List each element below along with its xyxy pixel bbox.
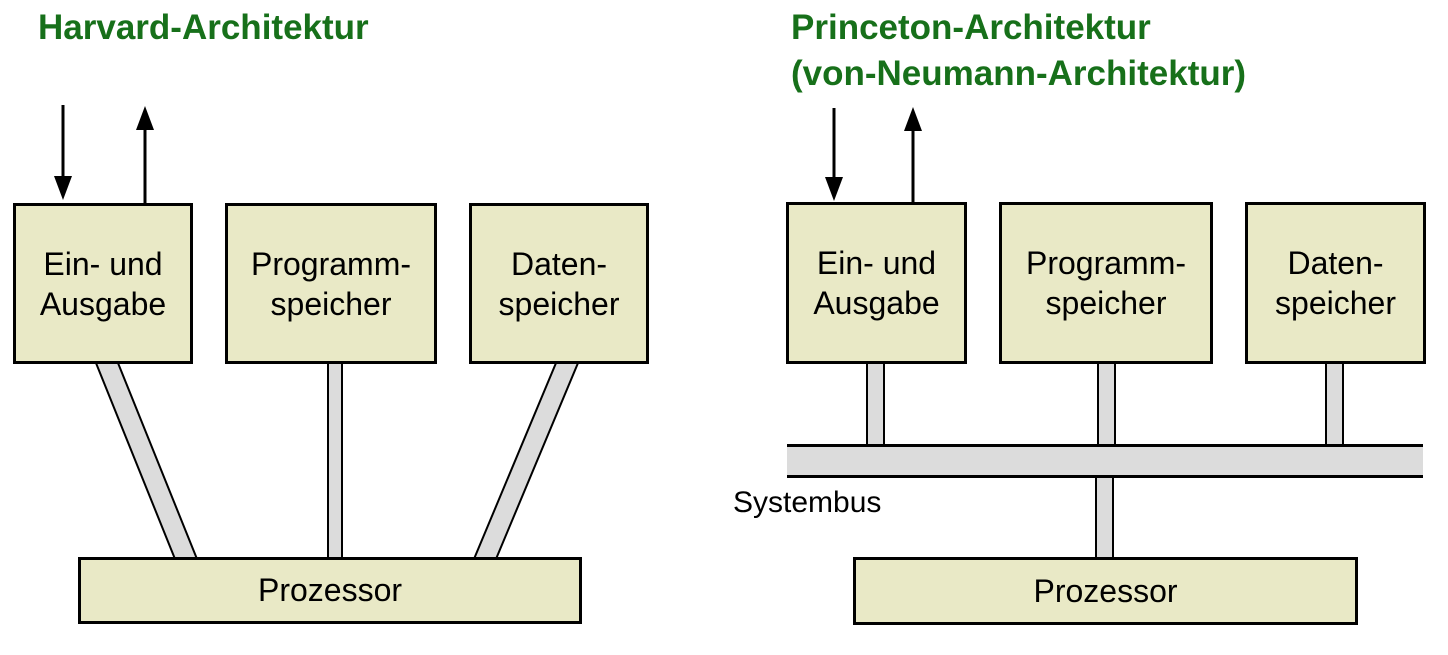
- harvard-io-label-line1: Ein- und: [43, 245, 163, 282]
- harvard-connector-data-processor: [472, 362, 580, 560]
- princeton-program-memory-box: Programm- speicher: [999, 202, 1213, 364]
- harvard-output-arrow-icon: [136, 106, 154, 203]
- princeton-connector-io-bus: [866, 362, 885, 447]
- harvard-io-label-line2: Ausgabe: [39, 285, 167, 322]
- system-bus-label: Systembus: [733, 486, 882, 519]
- princeton-title-line2: (von-Neumann-Architektur): [791, 54, 1247, 93]
- princeton-data-label-line1: Daten-: [1287, 245, 1384, 281]
- princeton-data-label-line2: speicher: [1275, 285, 1396, 321]
- princeton-connector-program-bus: [1097, 362, 1116, 447]
- princeton-processor-box: Prozessor: [853, 557, 1358, 625]
- princeton-output-arrow-icon: [904, 107, 922, 202]
- princeton-input-arrow-icon: [825, 108, 843, 201]
- princeton-program-label-line1: Programm-: [1025, 245, 1186, 281]
- harvard-input-arrow-icon: [54, 105, 72, 200]
- princeton-connector-data-bus: [1325, 362, 1344, 447]
- princeton-io-box: Ein- und Ausgabe: [786, 202, 967, 364]
- princeton-title-line1: Princeton-Architektur: [791, 8, 1151, 47]
- harvard-program-memory-box: Programm- speicher: [225, 203, 437, 364]
- harvard-data-memory-box: Daten- speicher: [469, 203, 649, 364]
- princeton-data-memory-box: Daten- speicher: [1245, 202, 1426, 364]
- harvard-processor-label: Prozessor: [257, 572, 403, 608]
- harvard-title: Harvard-Architektur: [38, 8, 369, 47]
- princeton-io-label-line1: Ein- und: [816, 245, 937, 281]
- princeton-processor-label: Prozessor: [1033, 572, 1178, 609]
- princeton-program-label-line2: speicher: [1045, 285, 1167, 321]
- princeton-io-label-line2: Ausgabe: [813, 285, 940, 321]
- harvard-connector-program-processor: [327, 362, 343, 560]
- princeton-connector-bus-processor: [1095, 476, 1114, 560]
- system-bus-bar: [787, 444, 1423, 478]
- harvard-io-box: Ein- und Ausgabe: [13, 203, 193, 364]
- harvard-processor-box: Prozessor: [78, 557, 582, 624]
- harvard-data-label-line1: Daten-: [510, 245, 608, 282]
- harvard-connector-io-processor: [94, 362, 199, 560]
- harvard-data-label-line2: speicher: [498, 285, 620, 322]
- harvard-program-label-line1: Programm-: [250, 245, 411, 282]
- harvard-program-label-line2: speicher: [270, 285, 392, 322]
